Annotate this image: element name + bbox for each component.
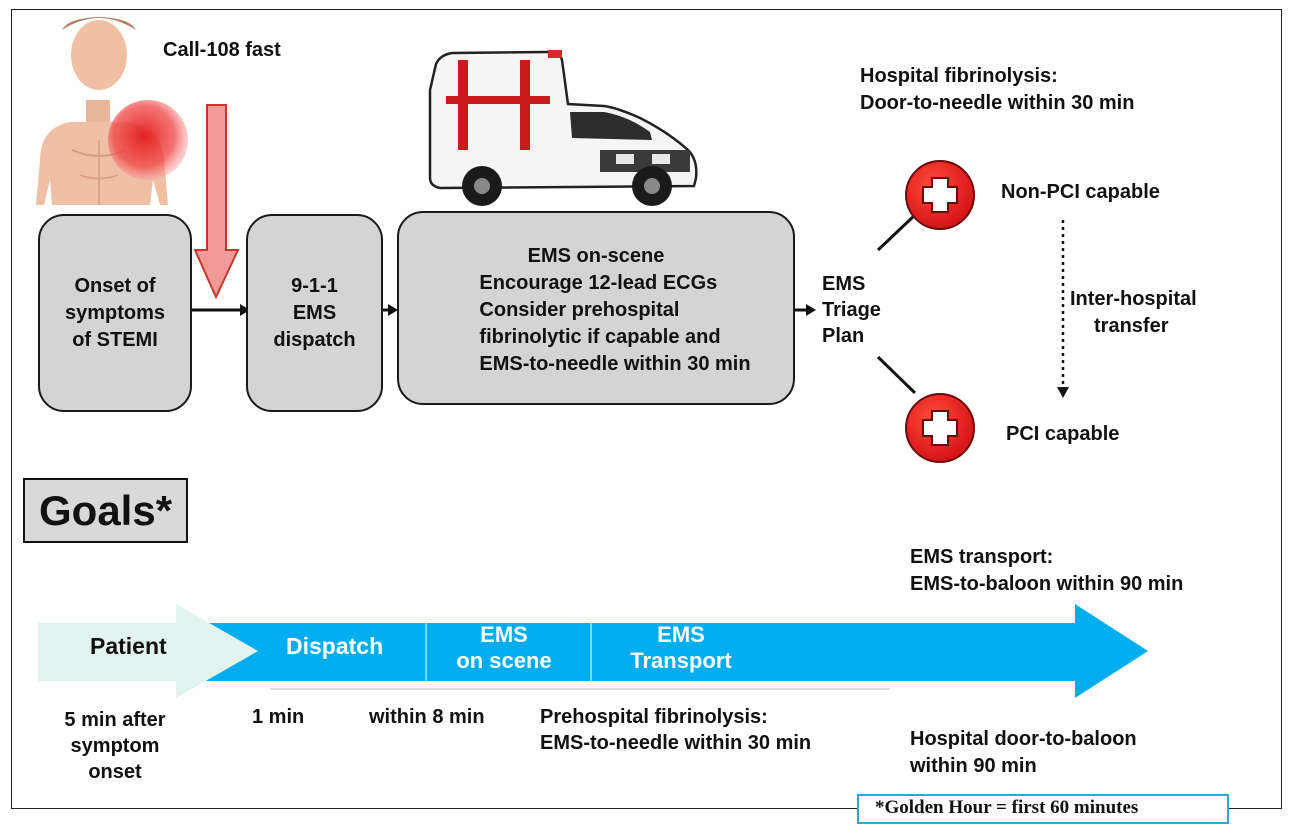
onset-line: Onset of [74, 274, 156, 297]
time-hospital-balloon-line: within 90 min [910, 755, 1037, 777]
ambulance-icon [428, 50, 698, 206]
time-prehospital-line: EMS-to-needle within 30 min [540, 732, 812, 754]
ems-transport-goal-line: EMS-to-baloon within 90 min [910, 573, 1184, 595]
non-pci-label: Non-PCI capable [1001, 181, 1160, 203]
time-on-scene: within 8 min [369, 706, 485, 728]
dispatch-line: EMS [292, 301, 337, 324]
timeline-patient: Patient [90, 633, 167, 659]
timeline-on-scene-line: EMS [480, 622, 528, 647]
on-scene-line: EMS on-scene [527, 244, 665, 267]
inter-hospital-label: Inter-hospital transfer [1070, 286, 1197, 340]
on-scene-line: Encourage 12-lead ECGs [479, 271, 718, 294]
flow-arrows [190, 304, 816, 316]
down-arrow [193, 104, 240, 300]
timeline-ems-transport: EMS Transport [613, 622, 749, 674]
time-hospital-balloon: Hospital door-to-baloon within 90 min [910, 726, 1137, 780]
on-scene-line: fibrinolytic if capable and [479, 325, 721, 348]
onset-box: Onset of symptoms of STEMI [38, 214, 192, 412]
triage-line: Plan [822, 325, 865, 347]
onset-line: symptoms [64, 301, 166, 324]
timeline-transport-line: Transport [630, 648, 732, 673]
time-prehospital: Prehospital fibrinolysis: EMS-to-needle … [540, 704, 811, 756]
inter-hospital-line: transfer [1094, 315, 1169, 337]
branch-line-lower [876, 355, 917, 395]
inter-hospital-line: Inter-hospital [1070, 288, 1197, 310]
time-patient-line: onset [88, 761, 142, 783]
goals-title: Goals* [23, 478, 188, 543]
on-scene-line: Consider prehospital [479, 298, 680, 321]
call-text: Call-108 fast [163, 39, 281, 61]
dispatch-box: 9-1-1 EMS dispatch [246, 214, 383, 412]
figure-frame [11, 9, 1282, 809]
time-hospital-balloon-line: Hospital door-to-baloon [910, 728, 1137, 750]
time-patient-line: 5 min after [64, 709, 166, 731]
hospital-fibrinolysis-line: Hospital fibrinolysis: [860, 65, 1058, 87]
onset-line: of STEMI [72, 328, 158, 351]
time-prehospital-line: Prehospital fibrinolysis: [540, 706, 768, 728]
timeline-on-scene-line: on scene [456, 648, 552, 673]
on-scene-line: EMS-to-needle within 30 min [479, 352, 751, 375]
on-scene-box: EMS on-scene Encourage 12-lead ECGs Cons… [397, 211, 795, 405]
hospital-fibrinolysis-line: Door-to-needle within 30 min [860, 92, 1135, 114]
time-patient-line: symptom [70, 735, 160, 757]
dispatch-line: 9-1-1 [291, 274, 338, 297]
time-patient: 5 min after symptom onset [50, 707, 180, 785]
ems-transport-goal-line: EMS transport: [910, 546, 1054, 568]
triage-line: EMS [822, 273, 866, 295]
branch-line-upper [876, 213, 917, 252]
timeline-transport-line: EMS [657, 622, 705, 647]
timeline-ems-on-scene: EMS on scene [436, 622, 572, 674]
hospital-cross-icon [905, 160, 975, 230]
hospital-cross-icon [905, 393, 975, 463]
timeline-arrow [38, 604, 1148, 698]
hospital-fibrinolysis: Hospital fibrinolysis: Door-to-needle wi… [860, 63, 1134, 117]
timeline-dispatch: Dispatch [286, 633, 384, 659]
person-icon [36, 17, 188, 205]
golden-hour-note: *Golden Hour = first 60 minutes [857, 794, 1229, 824]
dispatch-line: dispatch [273, 328, 356, 351]
triage-line: Triage [822, 299, 881, 321]
time-dispatch: 1 min [252, 706, 305, 728]
triage-plan: EMS Triage Plan [822, 271, 881, 349]
pci-label: PCI capable [1006, 423, 1120, 445]
ems-transport-goal: EMS transport: EMS-to-baloon within 90 m… [910, 544, 1183, 598]
